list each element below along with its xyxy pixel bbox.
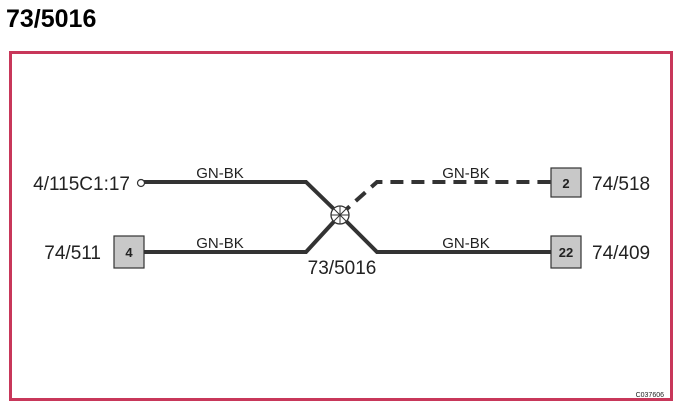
wire-label-upper-left: GN-BK: [196, 165, 244, 182]
splice-label: 73/5016: [308, 258, 377, 279]
terminal-upper-left-label: 4/115C1:17: [33, 174, 130, 195]
connector-upper-right-label: 74/518: [592, 174, 650, 195]
diagram-frame: [9, 51, 673, 401]
connector-upper-right-pin: 2: [562, 176, 569, 191]
connector-lower-right-pin: 22: [559, 245, 573, 260]
page-title: 73/5016: [6, 5, 97, 33]
connector-lower-right-box: [550, 235, 582, 269]
splice-crosshair-icon: [330, 205, 350, 225]
wire-lower-left: [144, 213, 342, 254]
figure-code: C037606: [636, 392, 665, 399]
wire-upper-left: [144, 180, 342, 217]
open-terminal-icon: [136, 178, 146, 188]
connector-lower-left-box: [113, 235, 145, 269]
wire-label-lower-left: GN-BK: [196, 235, 244, 252]
wire-label-upper-right: GN-BK: [442, 165, 490, 182]
wire-lower-right: [338, 213, 551, 254]
connector-lower-left-label: 74/511: [44, 243, 101, 264]
connector-lower-right-label: 74/409: [592, 243, 650, 264]
wire-upper-right: [338, 180, 551, 217]
connector-lower-left-pin: 4: [125, 245, 133, 260]
wire-label-lower-right: GN-BK: [442, 235, 490, 252]
connector-upper-right-box: [550, 167, 582, 198]
